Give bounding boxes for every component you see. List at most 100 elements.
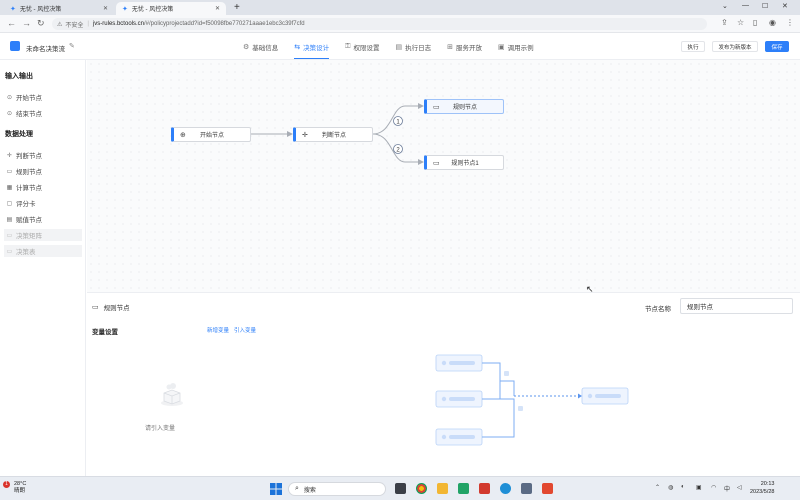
card-icon: ▭ xyxy=(6,168,13,175)
sidebar-toggle-icon[interactable]: ▯ xyxy=(753,18,758,27)
browser-tab-active[interactable]: ✦ 无忧 - 风控决策 ✕ xyxy=(116,2,226,15)
mouse-cursor-icon: ↖ xyxy=(586,284,594,294)
tray-app-icon[interactable]: ◍ xyxy=(668,485,674,491)
node-start[interactable]: ⊕ 开始节点 xyxy=(171,127,251,142)
sidebar-item-start-node[interactable]: ⊙开始节点 xyxy=(6,91,82,103)
speaker-icon[interactable]: ◁ xyxy=(737,485,742,491)
taskbar-search[interactable]: ⌕ 搜索 xyxy=(288,482,386,496)
move-icon: ✛ xyxy=(6,152,13,159)
windows-start-icon[interactable] xyxy=(270,483,282,495)
node-rule-2[interactable]: ▭ 规则节点1 xyxy=(424,155,504,170)
star-icon[interactable]: ☆ xyxy=(737,18,745,27)
sidebar-item-calc-node[interactable]: ▦计算节点 xyxy=(6,181,82,193)
run-button[interactable]: 执行 xyxy=(681,41,705,52)
app-header: 未命名决策流 ✎ ⚙基础信息 ⇆决策设计 ⚿权限设置 ▤执行日志 ⊞服务开放 ▣… xyxy=(0,33,800,60)
app-icon[interactable] xyxy=(542,483,553,494)
window-close-button[interactable]: ✕ xyxy=(782,3,788,10)
browser-tab-title: 无忧 - 风控决策 xyxy=(131,7,174,13)
notification-badge: 1 xyxy=(3,481,10,488)
node-judge[interactable]: ✛ 判断节点 xyxy=(293,127,373,142)
tray-app-icon[interactable]: ◐ xyxy=(681,484,685,490)
connector-lines: 1 2 xyxy=(251,103,424,165)
app-icon[interactable] xyxy=(458,483,469,494)
tab-permissions[interactable]: ⚿权限设置 xyxy=(345,33,379,60)
maximize-button[interactable]: ☐ xyxy=(762,3,769,10)
sidebar-item-assign-node[interactable]: ▤赋值节点 xyxy=(6,213,82,225)
weather-temp: 28°C xyxy=(14,481,27,487)
close-icon[interactable]: ✕ xyxy=(214,6,220,12)
menu-icon[interactable]: ⋮ xyxy=(786,18,794,27)
app-icon[interactable] xyxy=(521,483,532,494)
ime-language[interactable]: 中 xyxy=(724,487,731,493)
branch-badge[interactable] xyxy=(393,144,403,154)
wifi-icon[interactable]: ◠ xyxy=(711,485,717,491)
tab-call-example[interactable]: ▣调用示例 xyxy=(498,33,534,60)
profile-icon[interactable]: ◉ xyxy=(769,18,776,27)
folder-icon[interactable] xyxy=(437,483,448,494)
branch-label: 2 xyxy=(396,148,400,154)
share-icon[interactable]: ⇪ xyxy=(721,18,728,27)
node-label: 判断节点 xyxy=(321,133,346,139)
tab-service-open[interactable]: ⊞服务开放 xyxy=(447,33,482,60)
card-icon: ▭ xyxy=(92,304,99,311)
clock-time: 20:13 xyxy=(760,481,775,487)
calculator-icon: ▦ xyxy=(6,184,13,191)
code-icon: ▣ xyxy=(497,43,505,51)
sidebar-item-label: 决策矩阵 xyxy=(16,233,42,240)
search-icon: ⌕ xyxy=(295,485,299,492)
grid-icon: ⊞ xyxy=(447,43,453,51)
list-icon: ▤ xyxy=(6,216,13,223)
tab-label: 权限设置 xyxy=(353,44,380,52)
panel-title: ▭ 规则节点 xyxy=(92,302,130,312)
chrome-icon[interactable] xyxy=(416,483,427,494)
tab-basic-info[interactable]: ⚙基础信息 xyxy=(243,33,278,60)
clock[interactable]: 20:13 2023/5/28 xyxy=(750,480,774,496)
sidebar-item-end-node[interactable]: ⊙结束节点 xyxy=(6,107,82,119)
flow-canvas[interactable]: 1 2 ⊕ 开始节点 ✛ 判断节点 ▭ 规则节点 ▭ 规则节点1 xyxy=(87,60,800,292)
node-rule-1[interactable]: ▭ 规则节点 xyxy=(424,99,504,114)
sidebar-item-label: 开始节点 xyxy=(16,95,42,102)
app-icon[interactable] xyxy=(479,483,490,494)
branch-label: 1 xyxy=(396,120,400,126)
sidebar-item-rule-node[interactable]: ▭规则节点 xyxy=(6,165,82,177)
sidebar-item-decision-matrix: ▭决策矩阵 xyxy=(4,229,82,241)
node-label: 规则节点 xyxy=(452,105,477,111)
edge-judge-rule2 xyxy=(372,133,424,165)
close-icon[interactable]: ✕ xyxy=(102,6,108,12)
back-icon[interactable]: ← xyxy=(7,18,16,28)
weather-desc: 晴朗 xyxy=(14,488,26,494)
sidebar-item-decision-table: ▭决策表 xyxy=(4,245,82,257)
save-button[interactable]: 保存 xyxy=(765,41,789,52)
add-variable-link[interactable]: 新增变量 xyxy=(207,328,230,334)
minimize-button[interactable]: — xyxy=(742,2,749,9)
sidebar-item-scorecard[interactable]: ▢评分卡 xyxy=(6,197,82,209)
edge-icon[interactable] xyxy=(500,483,511,494)
move-icon: ✛ xyxy=(302,131,308,139)
reload-icon[interactable]: ↻ xyxy=(37,18,45,28)
edge-judge-rule1 xyxy=(372,103,424,135)
circle-dot-icon: ⊙ xyxy=(6,94,13,101)
import-variable-link[interactable]: 引入变量 xyxy=(234,328,257,334)
branch-badge[interactable] xyxy=(393,116,403,126)
chevron-down-icon[interactable]: ⌄ xyxy=(722,3,728,10)
tab-decision-design[interactable]: ⇆决策设计 xyxy=(294,33,329,60)
flow-name: 未命名决策流 xyxy=(26,46,65,53)
tab-exec-log[interactable]: ▤执行日志 xyxy=(395,33,431,60)
card-icon: ▭ xyxy=(6,248,13,255)
publish-button[interactable]: 发布为新版本 xyxy=(712,41,758,52)
node-name-input[interactable] xyxy=(680,298,793,314)
weather-widget[interactable]: 28°C 晴朗 xyxy=(14,481,26,495)
sidebar-item-judge-node[interactable]: ✛判断节点 xyxy=(6,149,82,161)
tray-chevron-icon[interactable]: ⌃ xyxy=(655,485,661,491)
new-tab-button[interactable]: + xyxy=(234,2,240,13)
forward-icon[interactable]: → xyxy=(22,18,31,28)
favicon-icon: ✦ xyxy=(10,5,16,13)
app-icon[interactable] xyxy=(395,483,406,494)
edit-icon[interactable]: ✎ xyxy=(69,43,75,50)
scorecard-icon: ▢ xyxy=(6,200,13,207)
url-input[interactable]: ⚠ 不安全 | jvs-rules.bctools.cn /#/policypr… xyxy=(52,18,707,30)
node-property-panel: ▭ 规则节点 节点名称 变量设置 新增变量 引入变量 请引入变量 xyxy=(87,292,800,476)
sidebar-item-label: 规则节点 xyxy=(16,169,42,176)
tray-app-icon[interactable]: ▣ xyxy=(696,485,702,491)
browser-tab[interactable]: ✦ 无忧 - 风控决策 ✕ xyxy=(4,2,114,15)
